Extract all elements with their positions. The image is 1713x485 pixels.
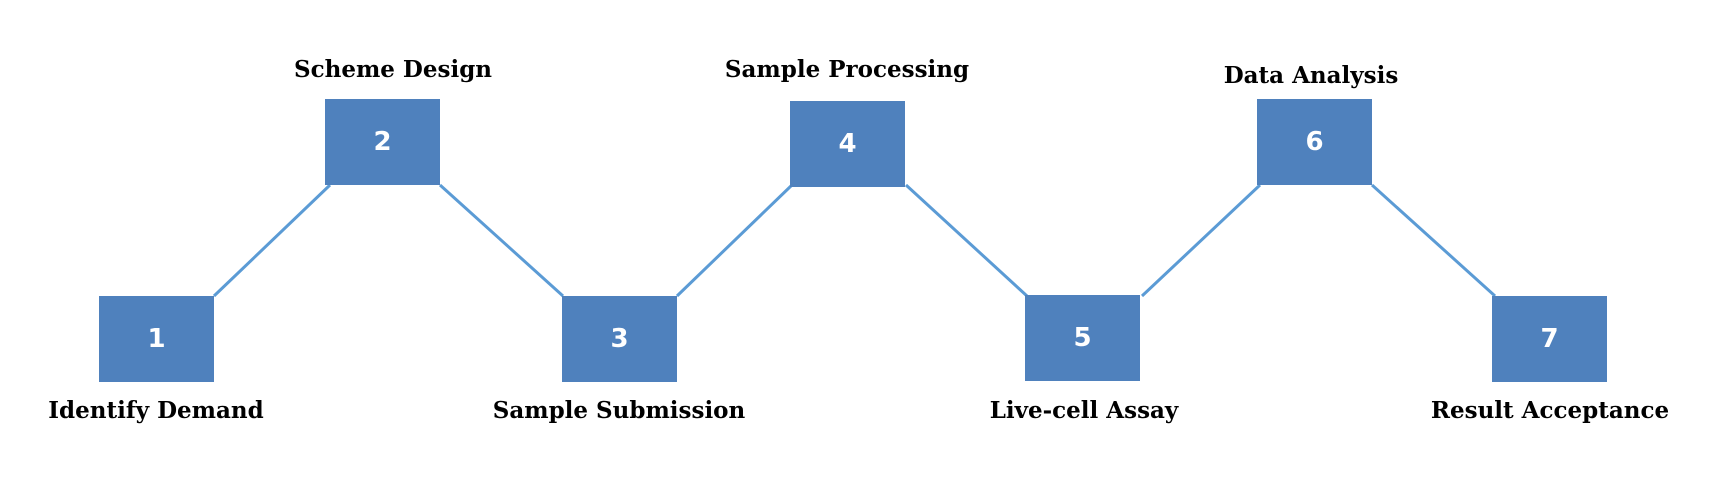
connector-4-5 <box>904 183 1029 298</box>
step-4-number: 4 <box>838 129 857 159</box>
step-4-box: 4 <box>790 101 905 187</box>
step-5-number: 5 <box>1073 323 1092 353</box>
step-7-label: Result Acceptance <box>1430 397 1670 424</box>
step-2-label: Scheme Design <box>293 56 492 83</box>
step-3-label: Sample Submission <box>492 397 746 424</box>
connector-3-4 <box>675 183 794 298</box>
step-4-label: Sample Processing <box>724 56 970 83</box>
step-5-box: 5 <box>1025 295 1140 381</box>
step-2-number: 2 <box>373 127 392 157</box>
connector-5-6 <box>1140 183 1262 298</box>
step-7-number: 7 <box>1540 324 1559 354</box>
step-7-box: 7 <box>1492 296 1607 382</box>
connector-2-3 <box>438 183 565 298</box>
step-5-label: Live-cell Assay <box>989 397 1179 424</box>
step-6-number: 6 <box>1305 127 1324 157</box>
connector-1-2 <box>212 183 332 298</box>
step-1-box: 1 <box>99 296 214 382</box>
step-6-label: Data Analysis <box>1223 62 1399 89</box>
connector-6-7 <box>1370 183 1497 298</box>
step-1-label: Identify Demand <box>48 397 264 424</box>
step-3-number: 3 <box>610 324 629 354</box>
step-2-box: 2 <box>325 99 440 185</box>
step-3-box: 3 <box>562 296 677 382</box>
step-1-number: 1 <box>147 324 166 354</box>
step-6-box: 6 <box>1257 99 1372 185</box>
